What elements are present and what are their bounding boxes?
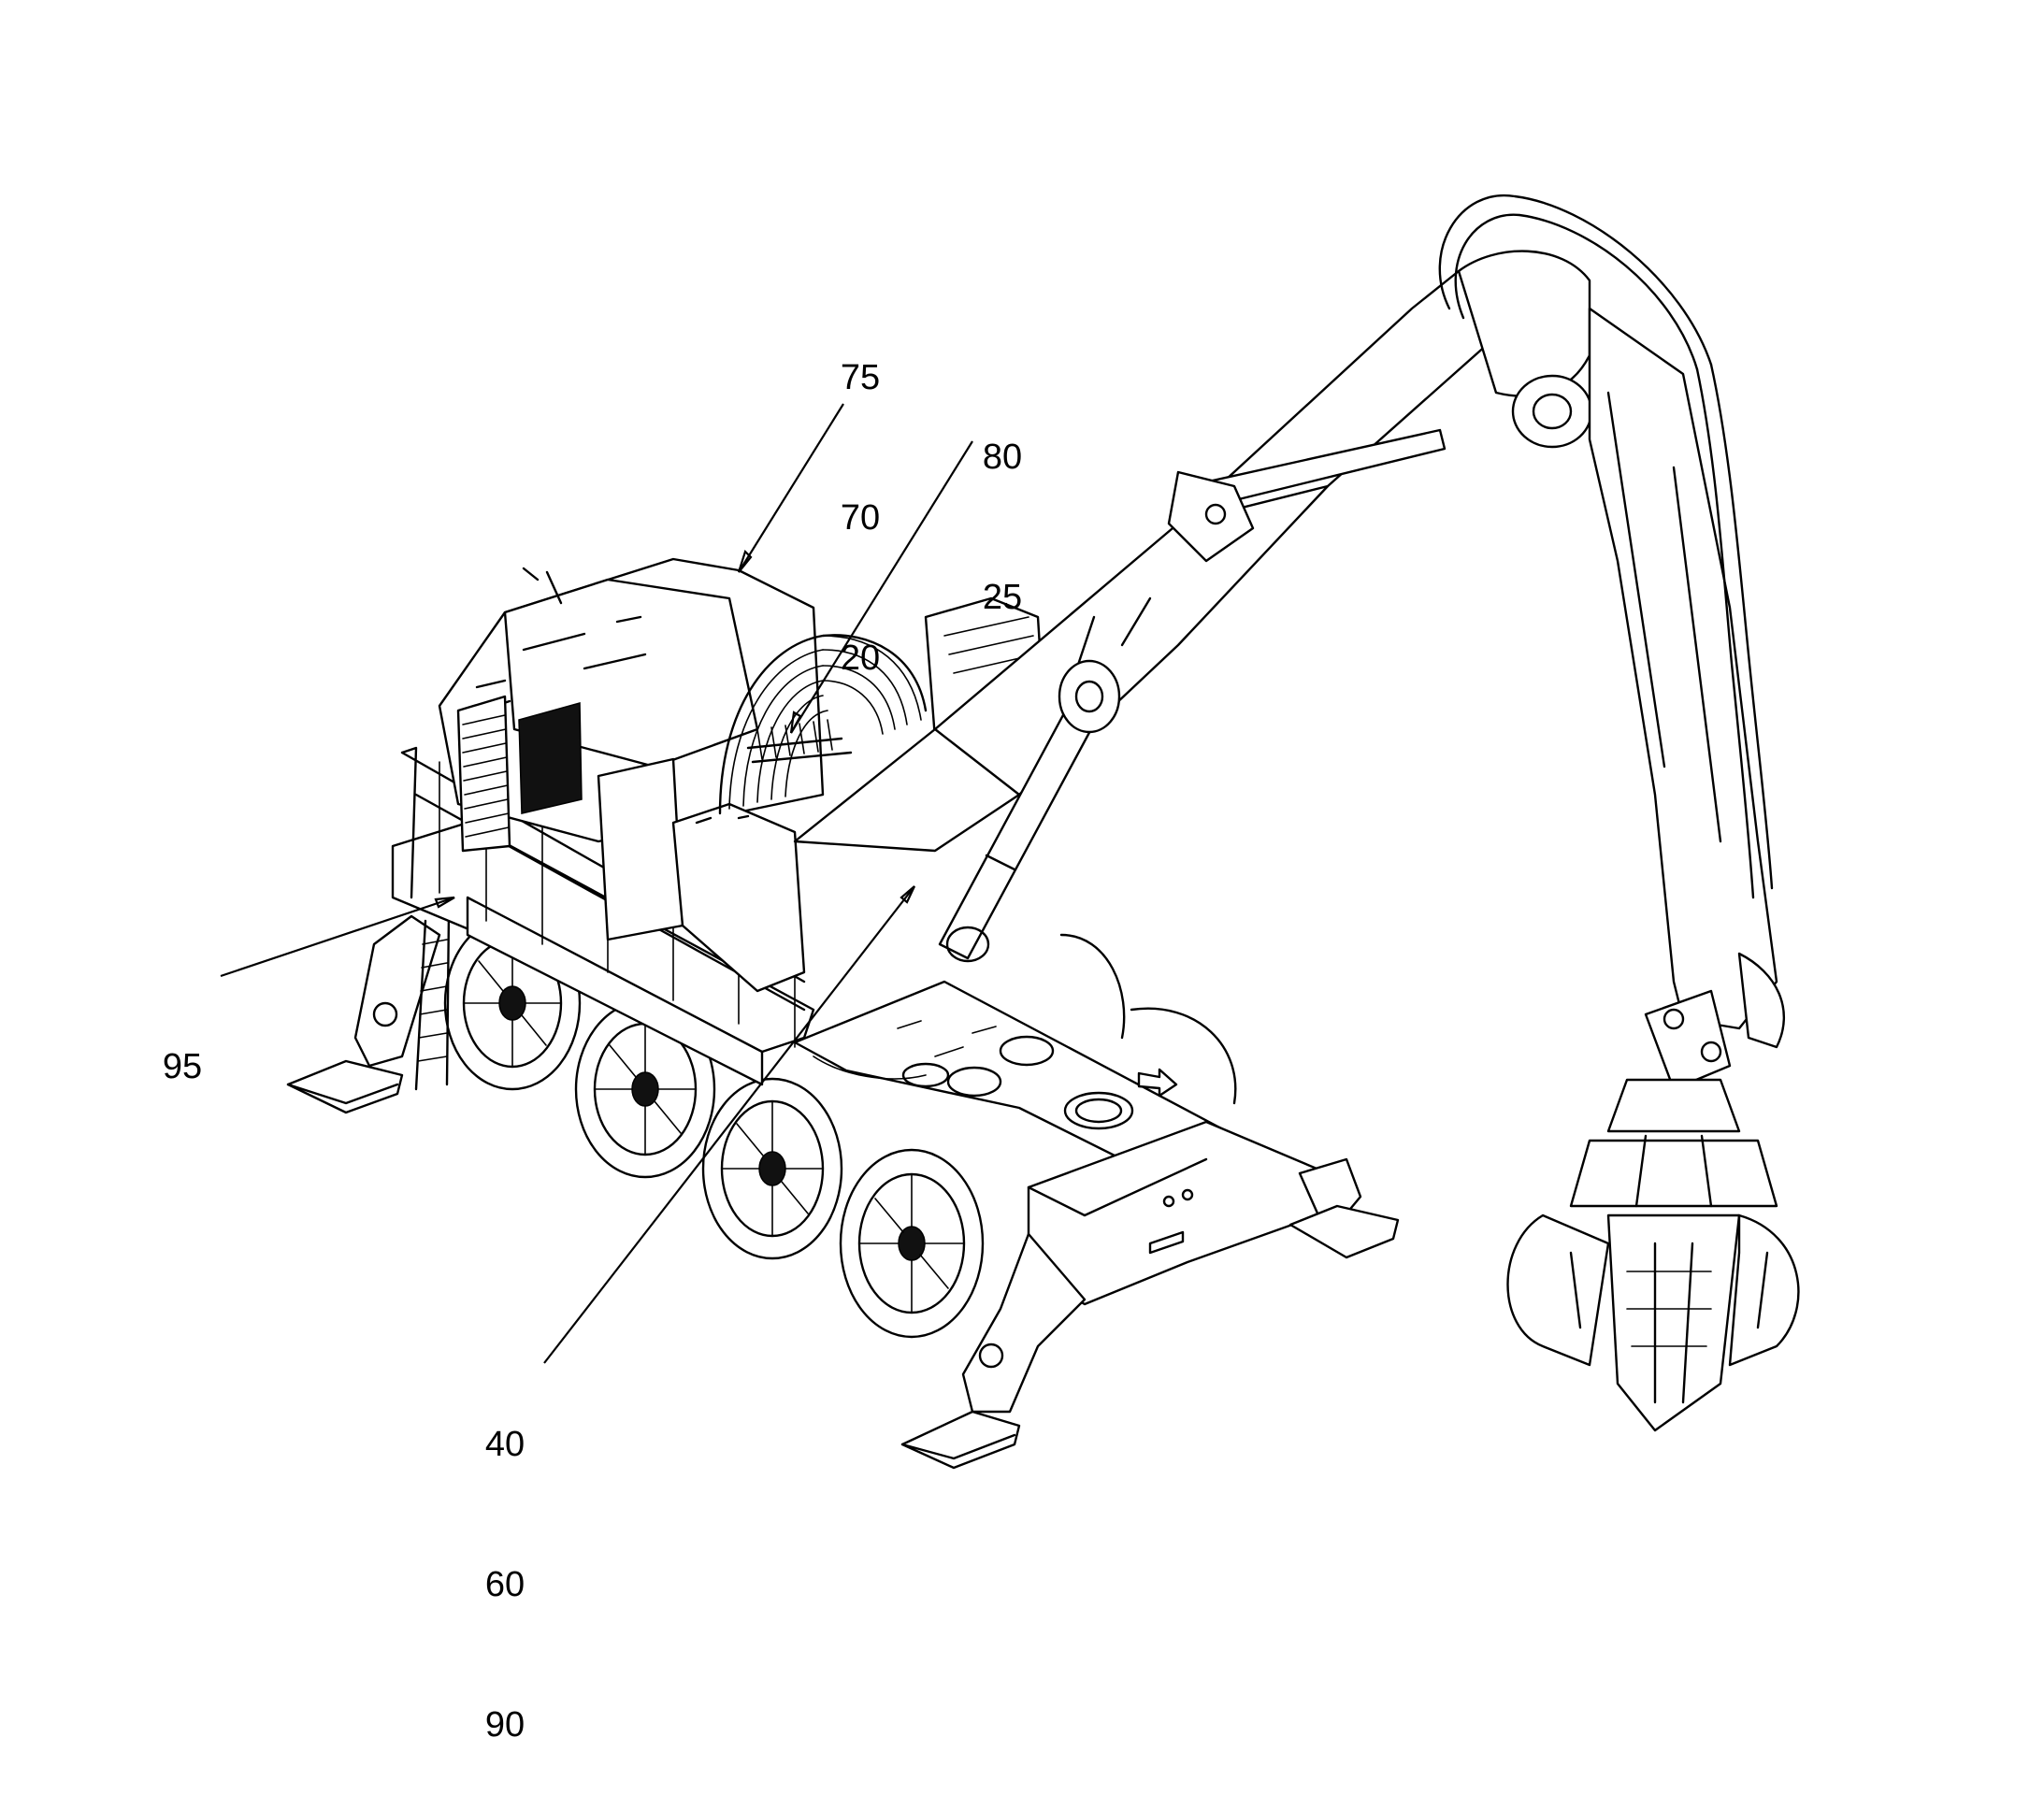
stick-arm xyxy=(1588,307,1786,1091)
material-handler-drawing xyxy=(220,194,1800,1470)
leader-lines xyxy=(220,403,973,1364)
grapple-tine-center xyxy=(1606,1213,1741,1432)
access-ladder xyxy=(414,910,451,1091)
rear-left-pad xyxy=(286,1059,404,1114)
reference-label-group-top-left: 75 70 20 xyxy=(832,261,888,728)
reference-label: 90 xyxy=(484,1705,525,1745)
grapple-tine-left xyxy=(1506,1213,1610,1367)
front-right-pad xyxy=(1288,1204,1400,1259)
radiator-grille xyxy=(456,695,583,853)
boom-head xyxy=(1457,250,1591,397)
undercarriage xyxy=(286,910,1400,1470)
reference-label: 70 xyxy=(840,498,881,538)
boom-hoses xyxy=(1438,194,1713,371)
wheel-front-1 xyxy=(701,1077,843,1260)
orange-peel-grapple xyxy=(1506,1078,1800,1432)
front-left-pad xyxy=(900,1410,1021,1470)
main-boom xyxy=(793,269,1498,853)
cab-door xyxy=(597,757,684,941)
grapple-tine-right xyxy=(1728,1213,1800,1367)
leader-40-60-90 xyxy=(543,885,915,1364)
wheel-rear-2 xyxy=(574,999,716,1179)
reference-label-group-bottom: 40 60 90 xyxy=(477,1328,533,1795)
reference-label: 95 xyxy=(162,1047,203,1086)
boom-cylinder xyxy=(938,659,1121,963)
reference-label: 40 xyxy=(484,1425,525,1464)
reference-label: 80 xyxy=(982,438,1023,477)
reference-label-group-top-right: 80 25 xyxy=(974,340,1030,668)
reference-label: 75 xyxy=(840,358,881,397)
leader-80-25 xyxy=(790,440,973,734)
reference-label-left: 95 xyxy=(154,950,210,1137)
stick-cylinder xyxy=(1167,428,1447,563)
leader-75-70-20 xyxy=(738,403,844,573)
leader-95 xyxy=(220,896,455,978)
front-outrigger-box xyxy=(1027,1120,1330,1306)
hose-coil xyxy=(718,634,928,815)
stick xyxy=(1588,307,1778,1030)
boom xyxy=(793,194,1713,963)
grapple-hub xyxy=(1569,1139,1778,1208)
wheel-front-2 xyxy=(839,1148,985,1339)
reference-label: 25 xyxy=(982,578,1023,617)
reference-label: 60 xyxy=(484,1565,525,1604)
reference-label: 20 xyxy=(840,639,881,678)
rear-left-outrigger xyxy=(353,914,441,1068)
upper-structure xyxy=(391,557,1044,1086)
